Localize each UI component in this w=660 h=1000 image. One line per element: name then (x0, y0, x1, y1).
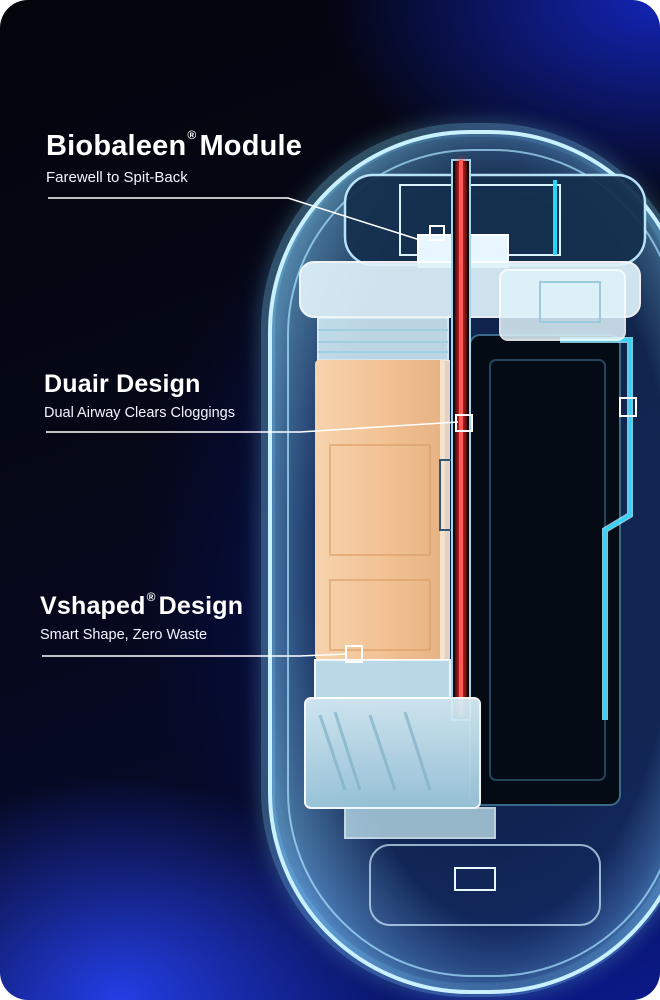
callout-title-rest: Module (199, 130, 303, 162)
inner-shell (287, 149, 660, 977)
callout-title-main: Duair (44, 370, 109, 398)
callout-title: Biobaleen®Module (46, 128, 303, 163)
module-marker (429, 225, 445, 241)
callout-title-rest: Design (158, 592, 244, 620)
callout-subtitle: Dual Airway Clears Cloggings (44, 405, 235, 421)
callout-title-rest: Design (116, 370, 201, 398)
callout-title: Duair Design (44, 370, 235, 399)
tank-chamber (469, 334, 621, 806)
callout-title-main: Biobaleen (46, 130, 187, 162)
filter-cartridge (315, 360, 445, 660)
callout-vshaped: Vshaped®Design Smart Shape, Zero Waste (40, 590, 244, 643)
bottom-dock (369, 844, 601, 926)
callout-title-main: Vshaped (40, 592, 146, 620)
collar-ribs (317, 317, 449, 361)
callout-subtitle: Smart Shape, Zero Waste (40, 627, 208, 643)
callout-duair: Duair Design Dual Airway Clears Clogging… (44, 370, 235, 421)
callout-subtitle: Farewell to Spit-Back (46, 169, 188, 186)
callout-biobaleen: Biobaleen®Module Farewell to Spit-Back (46, 128, 303, 186)
callout-title: Vshaped®Design (40, 590, 244, 621)
registered-mark: ® (146, 590, 156, 604)
registered-mark: ® (187, 128, 197, 142)
vshaped-collector (314, 659, 451, 699)
